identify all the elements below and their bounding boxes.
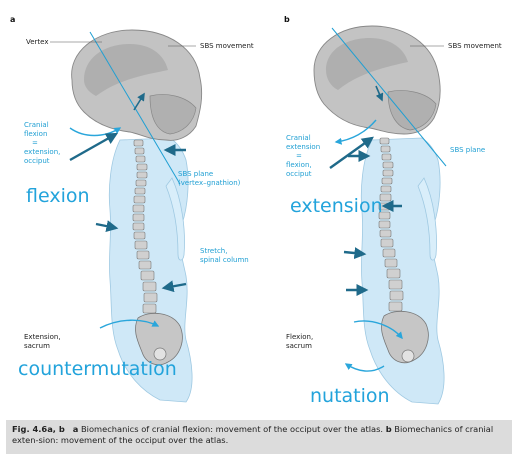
- skull-facial-a: [149, 94, 197, 135]
- svg-text:occiput: occiput: [24, 157, 50, 165]
- curved-arrow-occiput-b: [334, 119, 377, 145]
- curved-arrow-pelvis-b: [344, 363, 385, 372]
- handwritten-countermutation: countermutation: [18, 358, 177, 380]
- svg-text:Flexion,: Flexion,: [286, 333, 313, 341]
- caption-a-text: Biomechanics of cranial flexion: movemen…: [80, 424, 384, 434]
- label-sbs-plane-a: SBS plane (vertex–gnathion): [178, 170, 241, 187]
- svg-text:=: =: [296, 152, 302, 160]
- figure-caption: Fig. 4.6a, b a Biomechanics of cranial f…: [6, 420, 512, 454]
- label-sacrum-a: Extension, sacrum: [24, 333, 61, 350]
- svg-text:SBS plane: SBS plane: [178, 170, 213, 178]
- label-vertex: Vertex: [26, 38, 49, 46]
- svg-text:spinal column: spinal column: [200, 256, 249, 264]
- svg-text:sacrum: sacrum: [24, 342, 50, 350]
- svg-text:flexion: flexion: [24, 130, 47, 138]
- sbs-plane-line-b: [331, 27, 447, 167]
- svg-text:Extension,: Extension,: [24, 333, 61, 341]
- handwritten-extension: extension: [290, 195, 383, 217]
- panel-a-letter: a: [10, 15, 15, 24]
- pelvis-a: [135, 312, 183, 366]
- caption-b-letter: b: [385, 424, 392, 434]
- svg-text:=: =: [32, 139, 38, 147]
- svg-text:extension: extension: [286, 143, 320, 151]
- spine-a: [132, 139, 158, 314]
- caption-a-letter: a: [72, 424, 79, 434]
- handwritten-nutation: nutation: [310, 385, 390, 407]
- svg-text:Stretch,: Stretch,: [200, 247, 227, 255]
- label-stretch: Stretch, spinal column: [200, 247, 249, 264]
- svg-text:occiput: occiput: [286, 170, 312, 178]
- hip-joint-a: [153, 347, 167, 361]
- arrow-occiput-a: [69, 132, 119, 162]
- caption-b-text: Biomechanics of cranial exten-sion: move…: [12, 424, 494, 445]
- hip-joint-b: [401, 349, 415, 363]
- svg-text:(vertex–gnathion): (vertex–gnathion): [178, 179, 241, 187]
- panel-b-letter: b: [284, 15, 290, 24]
- label-sacrum-b: Flexion, sacrum: [286, 333, 313, 350]
- label-sbs-plane-b: SBS plane: [450, 146, 485, 154]
- svg-text:flexion,: flexion,: [286, 161, 312, 169]
- arrow-lumbar1-b: [343, 247, 367, 260]
- arrow-skull-inner-a: [133, 92, 145, 111]
- handwritten-flexion: flexion: [26, 185, 90, 207]
- panel-a: a: [10, 15, 254, 403]
- panel-b: b: [284, 15, 502, 407]
- curved-arrow-sacrum-b: [353, 320, 403, 340]
- svg-text:Cranial: Cranial: [286, 134, 311, 142]
- spine-b: [378, 137, 404, 312]
- body-silhouette-b: [360, 137, 445, 405]
- arrow-lumbar-a: [161, 280, 187, 293]
- pelvis-b: [381, 310, 429, 364]
- skull-facial-b: [387, 90, 437, 131]
- caption-fig-number: Fig. 4.6a, b: [12, 424, 65, 434]
- arm-a: [165, 177, 185, 261]
- curved-arrow-sacrum-a: [99, 319, 160, 329]
- label-cranial-extension: Cranial extension = flexion, occiput: [286, 134, 320, 178]
- skull-cranium-b: [326, 38, 408, 90]
- svg-text:extension,: extension,: [24, 148, 60, 156]
- svg-text:Cranial: Cranial: [24, 121, 49, 129]
- curved-arrow-occiput-a: [69, 127, 122, 137]
- arrow-occiput-b: [329, 136, 374, 169]
- arm-b: [417, 177, 437, 261]
- label-cranial-flexion: Cranial flexion = extension, occiput: [24, 121, 60, 165]
- label-sbs-movement-b: SBS movement: [448, 42, 502, 50]
- label-sbs-movement-a: SBS movement: [200, 42, 254, 50]
- svg-text:sacrum: sacrum: [286, 342, 312, 350]
- arrow-thoracic-a: [95, 220, 119, 233]
- arrow-skull-inner-b: [375, 85, 384, 102]
